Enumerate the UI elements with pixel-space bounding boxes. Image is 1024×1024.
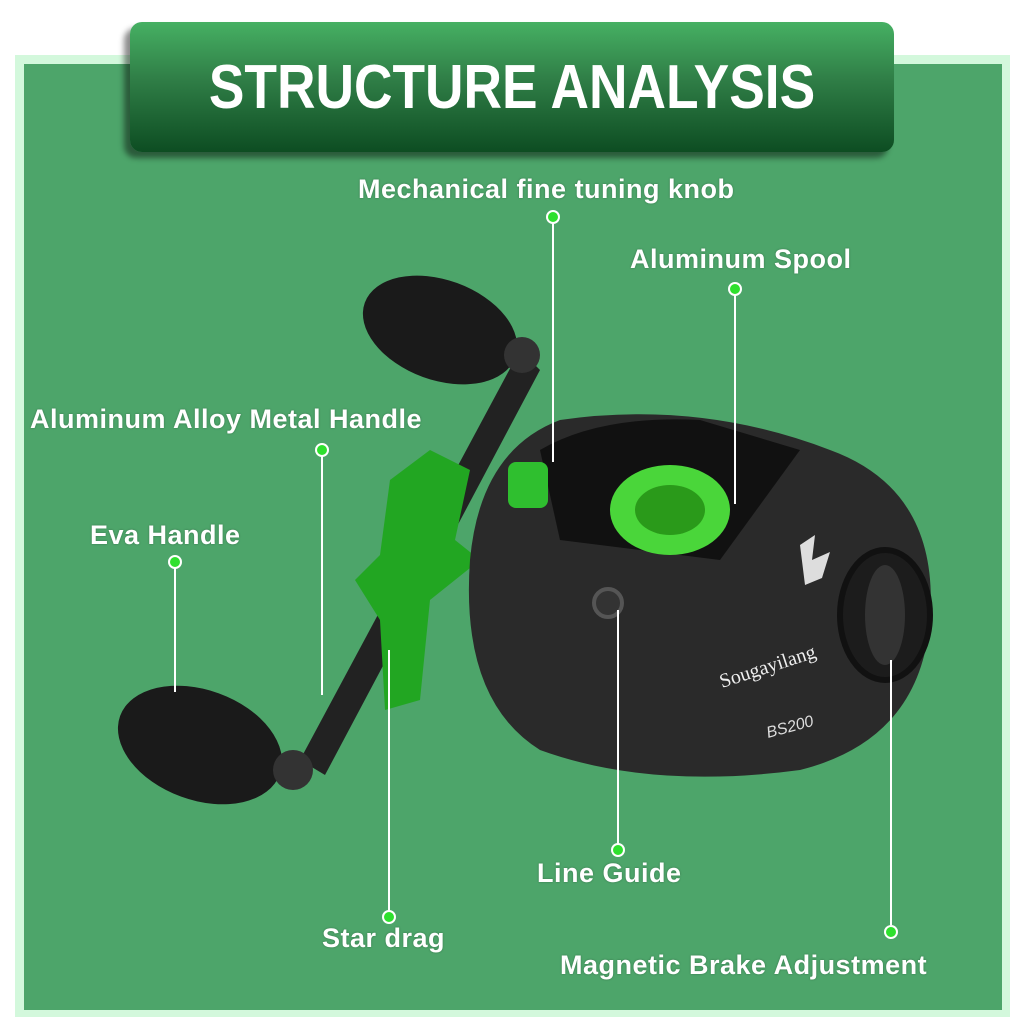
label-brake: Magnetic Brake Adjustment <box>560 950 928 980</box>
spool-hub <box>635 485 705 535</box>
line-guide <box>592 587 624 619</box>
pointer-line <box>321 455 323 695</box>
pointer-line <box>552 222 554 462</box>
eva-knob-top <box>362 275 518 385</box>
star-drag <box>355 450 480 710</box>
pointer-line <box>734 294 736 504</box>
pointer-line <box>890 660 892 925</box>
marker-dot <box>382 910 396 924</box>
pointer-line <box>388 650 390 912</box>
eva-knob-bottom <box>117 685 283 805</box>
tuning-knob <box>508 462 548 508</box>
handle-nut-bottom <box>273 750 313 790</box>
label-knob: Mechanical fine tuning knob <box>358 174 735 204</box>
pointer-line <box>617 610 619 845</box>
brand-emblem <box>800 535 830 585</box>
label-eva: Eva Handle <box>90 520 241 550</box>
marker-dot <box>611 843 625 857</box>
label-line-guide: Line Guide <box>537 858 682 888</box>
label-handle: Aluminum Alloy Metal Handle <box>30 404 423 434</box>
handle-nut-top <box>504 337 540 373</box>
label-star-drag: Star drag <box>322 923 446 953</box>
label-spool: Aluminum Spool <box>630 244 852 274</box>
brake-dial-knob <box>865 565 905 665</box>
page-title: STRUCTURE ANALYSIS <box>208 53 816 122</box>
marker-dot <box>884 925 898 939</box>
pointer-line <box>174 567 176 692</box>
title-banner: STRUCTURE ANALYSIS <box>130 22 894 152</box>
